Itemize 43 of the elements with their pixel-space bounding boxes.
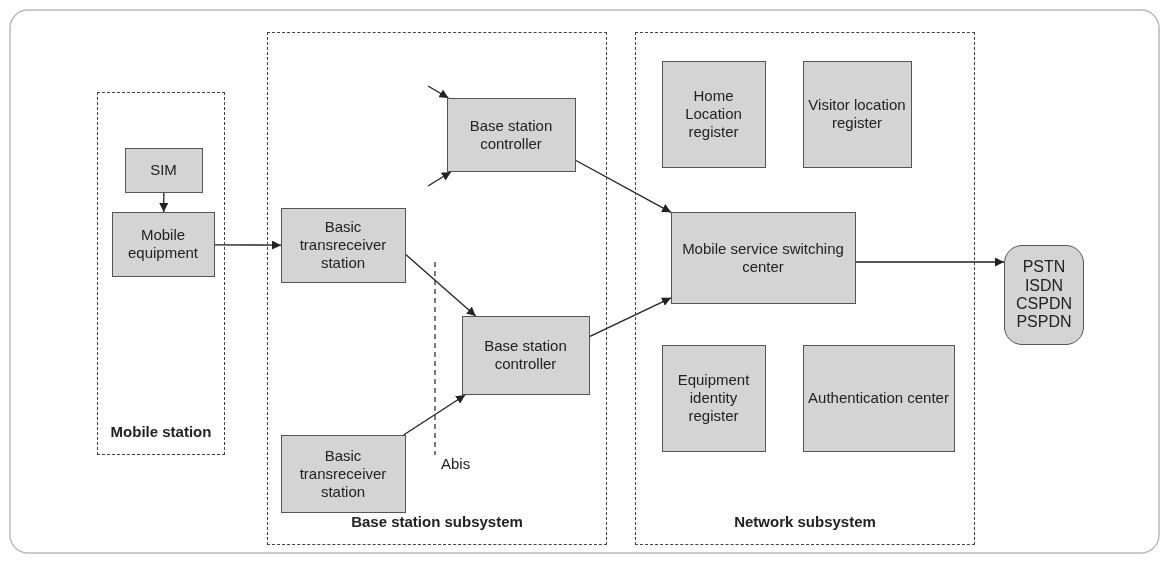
arrow (855, 257, 1005, 267)
arrow (402, 394, 466, 436)
process-box (280, 434, 406, 513)
arrow (427, 171, 452, 187)
node-label: PSTN (1022, 258, 1066, 277)
arrow (159, 192, 169, 213)
group-label: Mobile station (109, 423, 213, 442)
node-label: Base station controller (483, 337, 568, 373)
node-label: SIM (150, 161, 177, 179)
node-label: Mobile service switching center (681, 239, 845, 276)
node-label: CSPDN (1016, 295, 1072, 314)
arrow (214, 240, 282, 250)
process-box (661, 344, 766, 452)
node-label: ISDN (1024, 276, 1064, 295)
arrow (575, 159, 672, 213)
process-box (446, 97, 576, 172)
node-label: Basic transreceiver station (298, 218, 388, 272)
process-box (802, 344, 955, 452)
arrow (405, 254, 477, 317)
network-terminal-box (1004, 245, 1084, 345)
process-box (461, 315, 590, 395)
process-box (111, 211, 215, 277)
group-label: Base station subsystem (350, 513, 524, 532)
process-box (802, 60, 912, 168)
process-box (124, 147, 203, 193)
process-box (670, 211, 856, 304)
node-label: Mobile equipment (126, 226, 200, 262)
node-label: Basic transreceiver station (298, 446, 388, 501)
dashed-group-box (267, 32, 607, 545)
node-label: Home Location register (684, 87, 743, 141)
process-box (661, 60, 766, 168)
interface-label: Abis (441, 455, 471, 472)
dashed-group-box (97, 92, 225, 455)
arrow (589, 297, 672, 338)
node-label: Equipment identity register (676, 371, 751, 425)
node-label: PSPDN (1016, 313, 1072, 332)
node-label: Visitor location register (807, 96, 907, 132)
node-label: Base station controller (468, 116, 554, 153)
dashed-group-box (635, 32, 975, 545)
group-label: Network subsystem (733, 513, 877, 532)
process-box (280, 207, 406, 283)
arrow (427, 85, 450, 99)
node-label: Authentication center (808, 389, 949, 407)
